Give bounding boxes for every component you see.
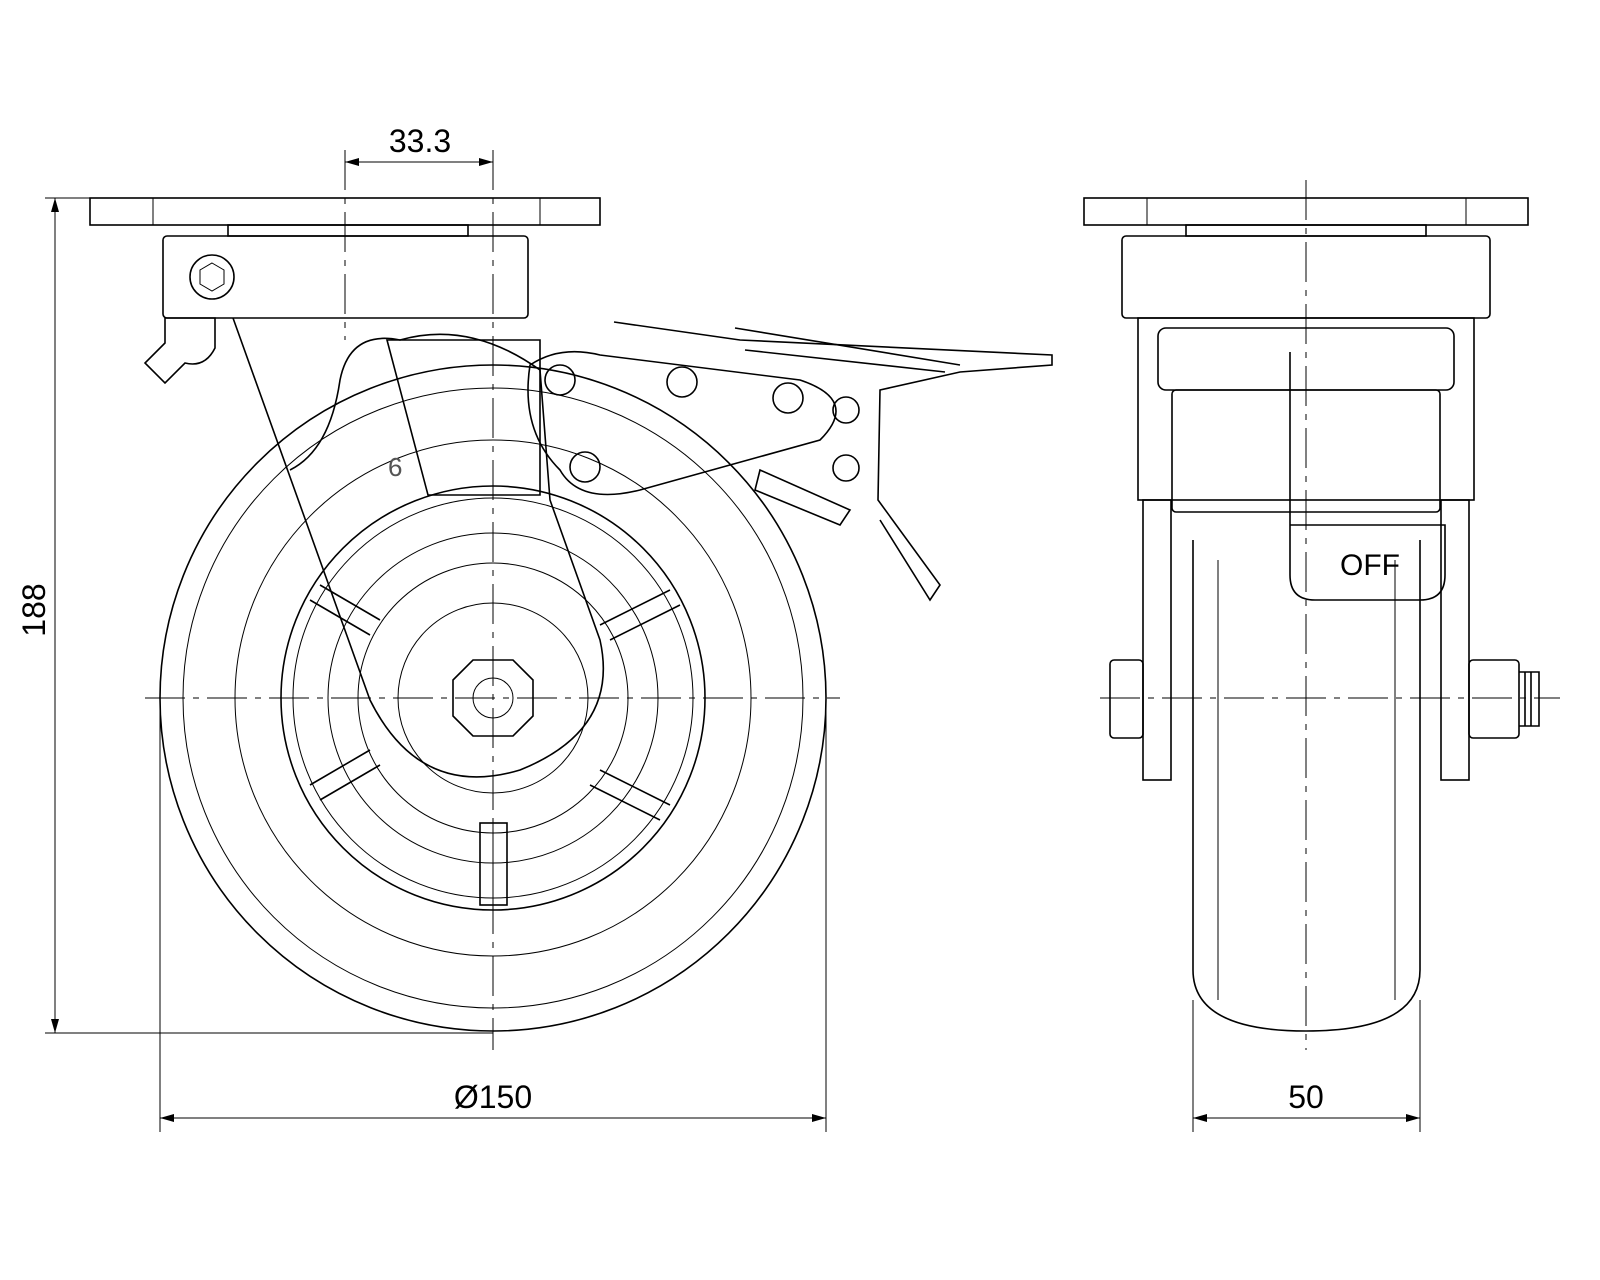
hex-socket-screw	[189, 254, 235, 300]
side-view: 6	[89, 150, 1053, 1050]
offset-value: 33.3	[389, 123, 451, 159]
wheel-front	[1192, 540, 1421, 1032]
fork	[232, 317, 605, 778]
axle-nut	[452, 659, 534, 737]
dimension-offset: 33.3	[345, 123, 493, 166]
front-view: OFF	[1083, 180, 1560, 1050]
dimension-diameter: Ø150	[159, 700, 827, 1132]
brake-state-label: OFF	[1340, 549, 1400, 582]
diameter-value: Ø150	[454, 1079, 532, 1115]
height-value: 188	[16, 583, 52, 636]
axle-nut-left	[1109, 659, 1144, 739]
dimension-width: 50	[1192, 1000, 1421, 1132]
brake-pedal	[1289, 352, 1446, 601]
brake-lever	[527, 321, 1053, 602]
fork-mark: 6	[388, 452, 402, 482]
axle-nut-right	[1468, 659, 1520, 739]
width-value: 50	[1288, 1079, 1324, 1115]
dimension-height: 188	[16, 197, 493, 1034]
grease-nipple	[143, 317, 216, 385]
